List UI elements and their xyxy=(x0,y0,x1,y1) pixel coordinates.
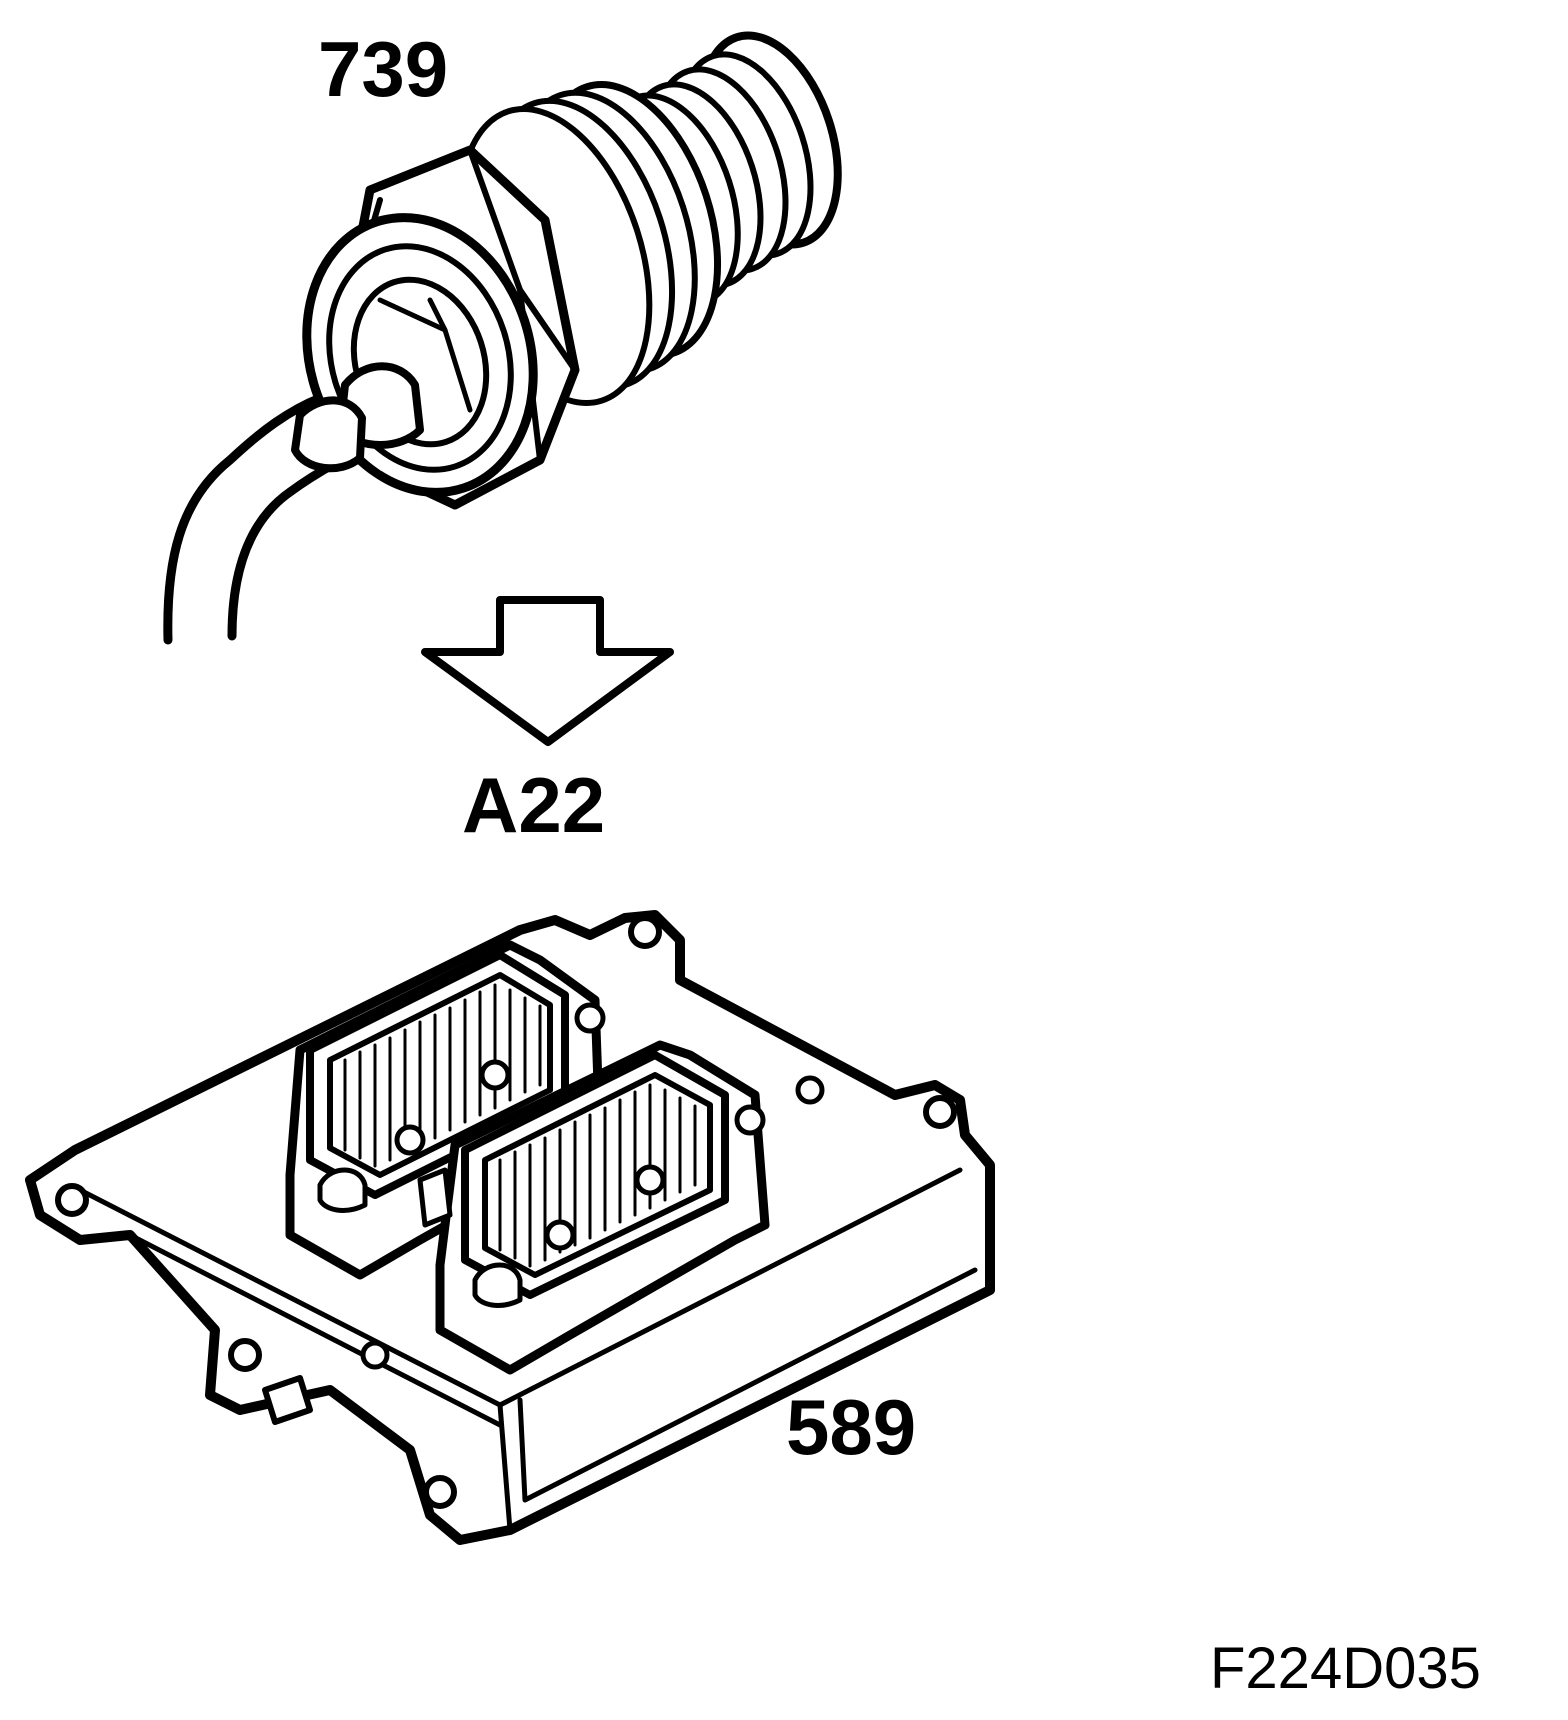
control-module-illustration xyxy=(25,910,995,1545)
mount-hole xyxy=(628,915,662,949)
down-arrow-icon xyxy=(421,596,674,746)
control-module-label: 589 xyxy=(786,1383,917,1471)
mount-hole xyxy=(923,1095,957,1129)
mount-hole xyxy=(228,1338,262,1372)
mount-hole xyxy=(423,1475,457,1509)
figure-code: F224D035 xyxy=(1210,1636,1481,1701)
connector-2 xyxy=(417,1040,770,1375)
screw xyxy=(360,1340,390,1370)
screw xyxy=(795,1075,825,1105)
sensor-label: 739 xyxy=(318,25,449,113)
sensor-illustration xyxy=(163,31,842,645)
sensor-stem xyxy=(291,362,424,473)
connection-label: A22 xyxy=(462,761,606,849)
connector-1 xyxy=(285,940,606,1280)
mount-hole xyxy=(55,1183,89,1217)
